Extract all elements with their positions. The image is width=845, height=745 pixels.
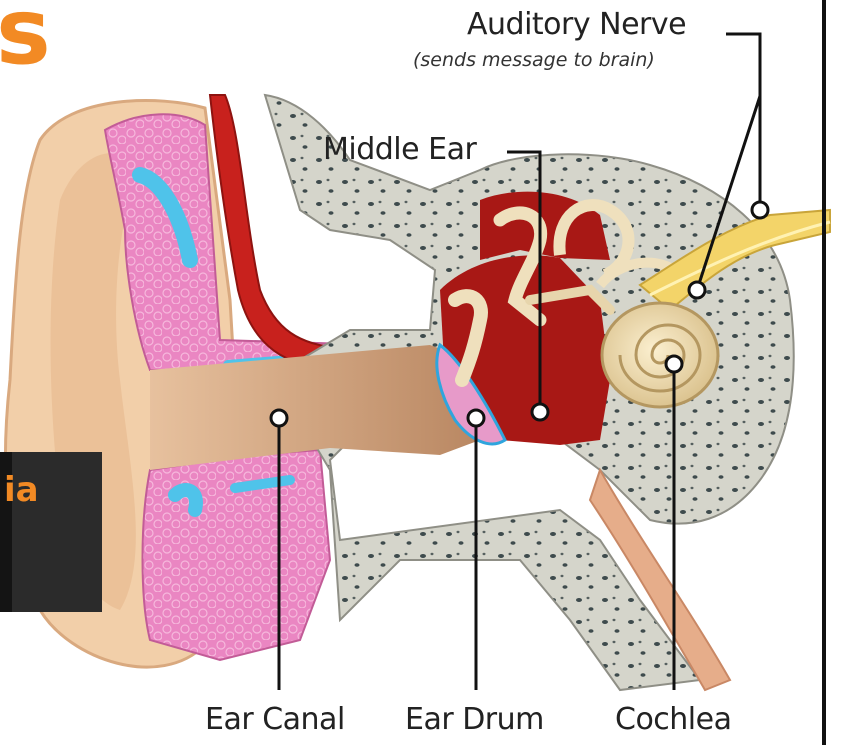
label-middle-ear: Middle Ear	[323, 132, 476, 167]
label-auditory-nerve-note: (sends message to brain)	[413, 49, 655, 71]
label-ear-canal: Ear Canal	[205, 702, 345, 737]
frame-border-right	[822, 0, 826, 745]
label-auditory-nerve: Auditory Nerve	[467, 7, 686, 42]
title-fragment: s	[0, 0, 51, 85]
label-cochlea: Cochlea	[615, 702, 732, 737]
side-banner-text: ia	[4, 470, 39, 510]
label-ear-drum: Ear Drum	[405, 702, 544, 737]
